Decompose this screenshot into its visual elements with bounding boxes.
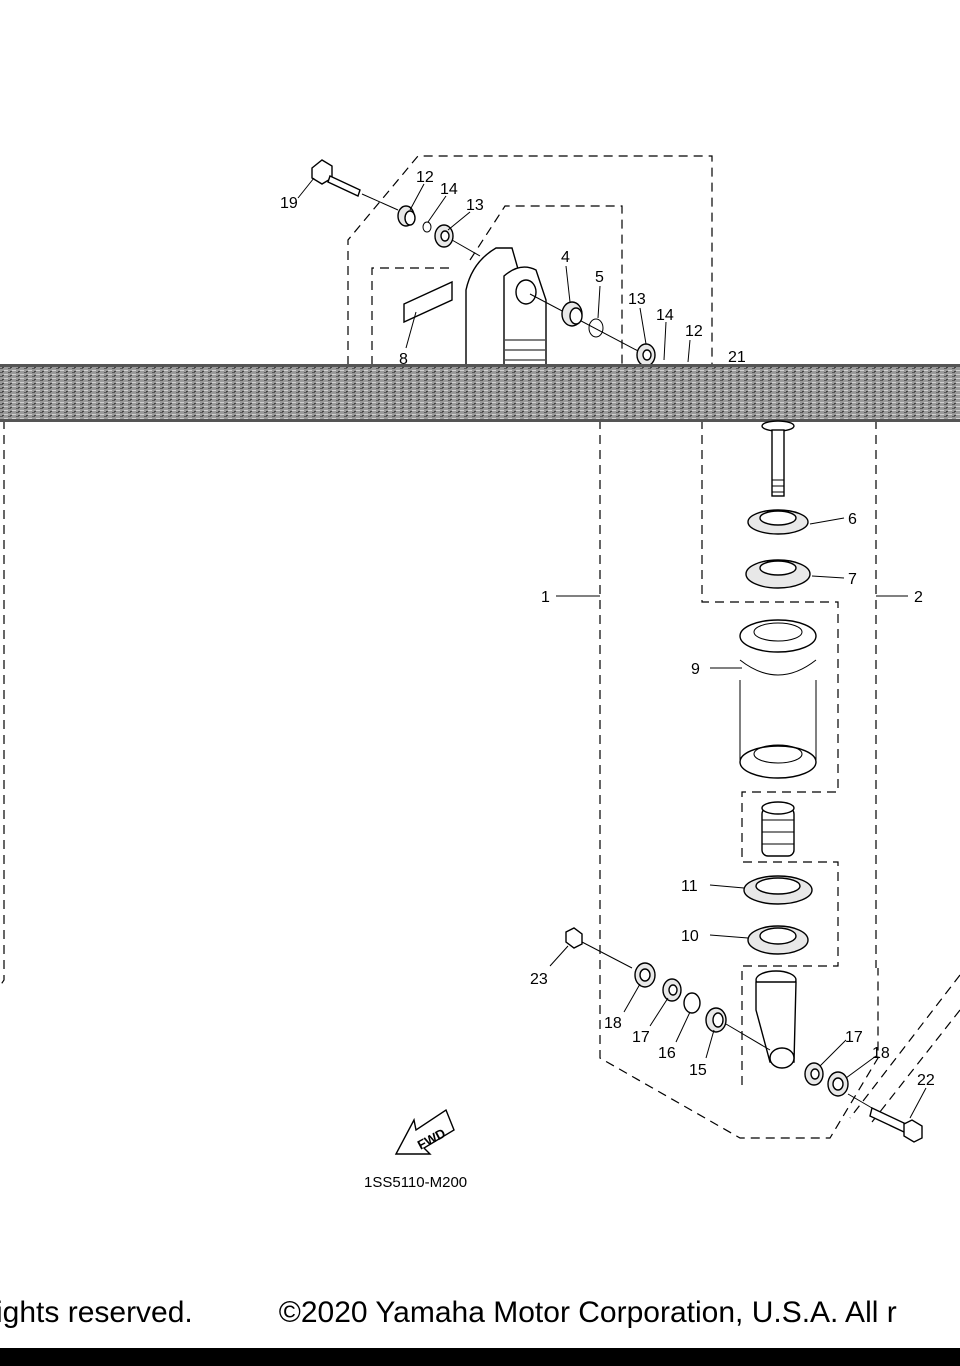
bushing-4: [561, 301, 583, 327]
callout-19: 19: [280, 195, 298, 212]
callout-14-right: 14: [656, 307, 674, 324]
nut-23: [565, 927, 633, 969]
seal-13-left: [434, 224, 454, 248]
bottom-band: [0, 1348, 960, 1366]
footer-left-fragment: ights reserved.: [0, 1296, 193, 1329]
callout-13-left: 13: [466, 197, 484, 214]
callout-6: 6: [848, 511, 857, 528]
bolt-19: [311, 159, 399, 211]
collar-12-left: [397, 205, 416, 227]
callout-4: 4: [561, 249, 570, 266]
callout-17-left: 17: [632, 1029, 650, 1046]
bearing-15: [705, 1007, 771, 1051]
callout-15: 15: [689, 1062, 707, 1079]
label-8: [403, 280, 453, 324]
callout-2: 2: [914, 589, 923, 606]
callout-14-left: 14: [440, 181, 458, 198]
callouts: 19 12 14 13 4 5 13 14 12 21 8 6 7 1 2 9 …: [280, 169, 935, 1089]
seal-17-right: [804, 1062, 824, 1086]
callout-1: 1: [541, 589, 550, 606]
callout-7: 7: [848, 571, 857, 588]
locknut-6: [747, 509, 809, 535]
circlip-5: [588, 318, 604, 338]
callout-18-left: 18: [604, 1015, 622, 1032]
upper-assembly: [311, 159, 656, 367]
callout-21: 21: [728, 349, 746, 366]
callout-18-right: 18: [872, 1045, 890, 1062]
callout-12-right: 12: [685, 323, 703, 340]
scan-band: [0, 364, 960, 422]
oring-14-left: [422, 221, 432, 233]
callout-17-right: 17: [845, 1029, 863, 1046]
seat-11: [743, 875, 813, 905]
collar-18-left: [634, 962, 656, 988]
drawing-code: 1SS5110-M200: [364, 1174, 467, 1191]
copyright-footer: ights reserved. ©2020 Yamaha Motor Corpor…: [0, 1296, 960, 1330]
callout-11: 11: [681, 878, 698, 895]
lower-assembly: [565, 420, 923, 1143]
callout-8: 8: [399, 351, 408, 368]
callout-10: 10: [681, 928, 699, 945]
footer-copyright: ©2020 Yamaha Motor Corporation, U.S.A. A…: [278, 1296, 897, 1329]
bump-stop: [761, 801, 795, 857]
seal-17-left: [662, 978, 682, 1002]
callout-22: 22: [917, 1072, 935, 1089]
rod: [761, 420, 795, 497]
callout-16: 16: [658, 1045, 676, 1062]
spring-9: [739, 619, 817, 779]
seal-13-right: [636, 343, 656, 367]
collar-18-right: [827, 1071, 849, 1097]
leader-lines: [297, 177, 927, 1119]
seat-10: [747, 925, 809, 955]
clevis: [755, 970, 797, 1069]
callout-12-left: 12: [416, 169, 434, 186]
callout-5: 5: [595, 269, 604, 286]
adjuster-7: [745, 559, 811, 589]
fwd-arrow: FWD: [394, 1108, 455, 1155]
callout-9: 9: [691, 661, 700, 678]
callout-23: 23: [530, 971, 548, 988]
shock-body: [465, 247, 641, 366]
callout-13-right: 13: [628, 291, 646, 308]
spacer-16: [683, 992, 701, 1014]
bolt-22: [847, 1093, 923, 1143]
